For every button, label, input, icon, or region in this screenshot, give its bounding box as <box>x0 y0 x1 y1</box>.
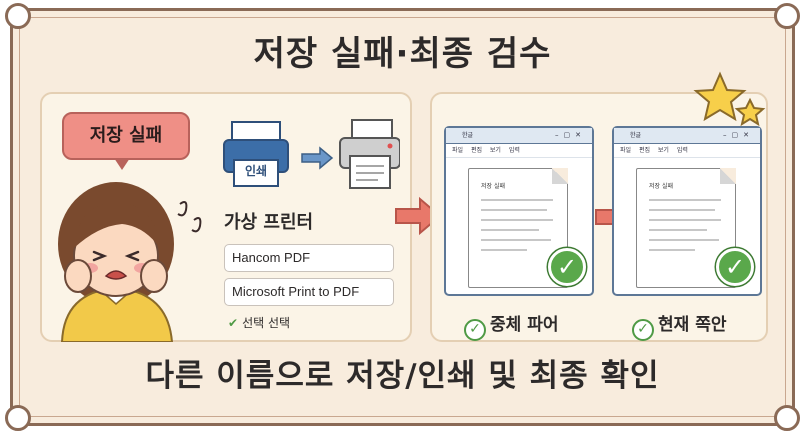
caption-1: ✓중체 파어 <box>464 310 558 341</box>
selection-hint: ✔선택 선택 <box>228 314 290 331</box>
inner-border <box>19 17 786 417</box>
corner-ornament <box>5 405 31 431</box>
corner-ornament <box>774 3 800 29</box>
caption-text: 중체 파어 <box>490 315 559 335</box>
caption-text: 현재 쪽안 <box>658 315 727 335</box>
corner-ornament <box>5 3 31 29</box>
check-icon: ✓ <box>632 319 654 341</box>
star-icon <box>693 71 766 127</box>
check-icon: ✓ <box>716 248 754 286</box>
check-icon: ✔ <box>228 316 239 330</box>
window-title: 한글 <box>462 132 474 139</box>
check-icon: ✓ <box>548 248 586 286</box>
printer-icons <box>223 119 400 189</box>
worried-girl-illustration <box>58 182 202 342</box>
page-fold <box>720 168 736 184</box>
hwp-window-1: 한글 –▢✕ 파일 편집 보기 입력 저장 실패 ✓ <box>444 126 594 296</box>
printer-print-label: 인쇄 <box>244 164 268 178</box>
document-title: 저장 실패 <box>481 183 505 190</box>
window-titlebar: 한글 –▢✕ <box>614 128 760 144</box>
virtual-printer-card: 인쇄 가상 프린터 Hancom PDF Microsoft Print to … <box>214 110 400 336</box>
save-failed-bubble: 저장 실패 <box>62 112 190 160</box>
hwp-window-2: 한글 –▢✕ 파일 편집 보기 입력 저장 실패 ✓ <box>612 126 762 296</box>
page-fold <box>552 168 568 184</box>
caption-2: ✓현재 쪽안 <box>632 310 726 341</box>
footer-caption: 다른 이름으로 저장/인쇄 및 최종 확인 <box>145 358 660 394</box>
check-icon: ✓ <box>464 319 486 341</box>
window-menu[interactable]: 파일 편집 보기 입력 <box>446 144 592 158</box>
save-failure-panel: 저장 실패 <box>40 92 412 342</box>
window-menu[interactable]: 파일 편집 보기 입력 <box>614 144 760 158</box>
bubble-tail <box>114 158 130 170</box>
final-check-panel: 한글 –▢✕ 파일 편집 보기 입력 저장 실패 ✓ ✓중체 파어 한글 –▢✕… <box>430 92 768 342</box>
printer-option-hancom[interactable]: Hancom PDF <box>224 244 394 272</box>
printer-option-microsoft[interactable]: Microsoft Print to PDF <box>224 278 394 306</box>
document-title: 저장 실패 <box>649 183 673 190</box>
window-titlebar: 한글 –▢✕ <box>446 128 592 144</box>
window-controls[interactable]: –▢✕ <box>555 131 586 139</box>
virtual-printer-label: 가상 프린터 <box>224 212 314 233</box>
corner-ornament <box>774 405 800 431</box>
window-title: 한글 <box>630 132 642 139</box>
page-title: 저장 실패·최종 검수 <box>253 34 552 74</box>
selection-hint-text: 선택 선택 <box>242 316 291 330</box>
window-controls[interactable]: –▢✕ <box>723 131 754 139</box>
